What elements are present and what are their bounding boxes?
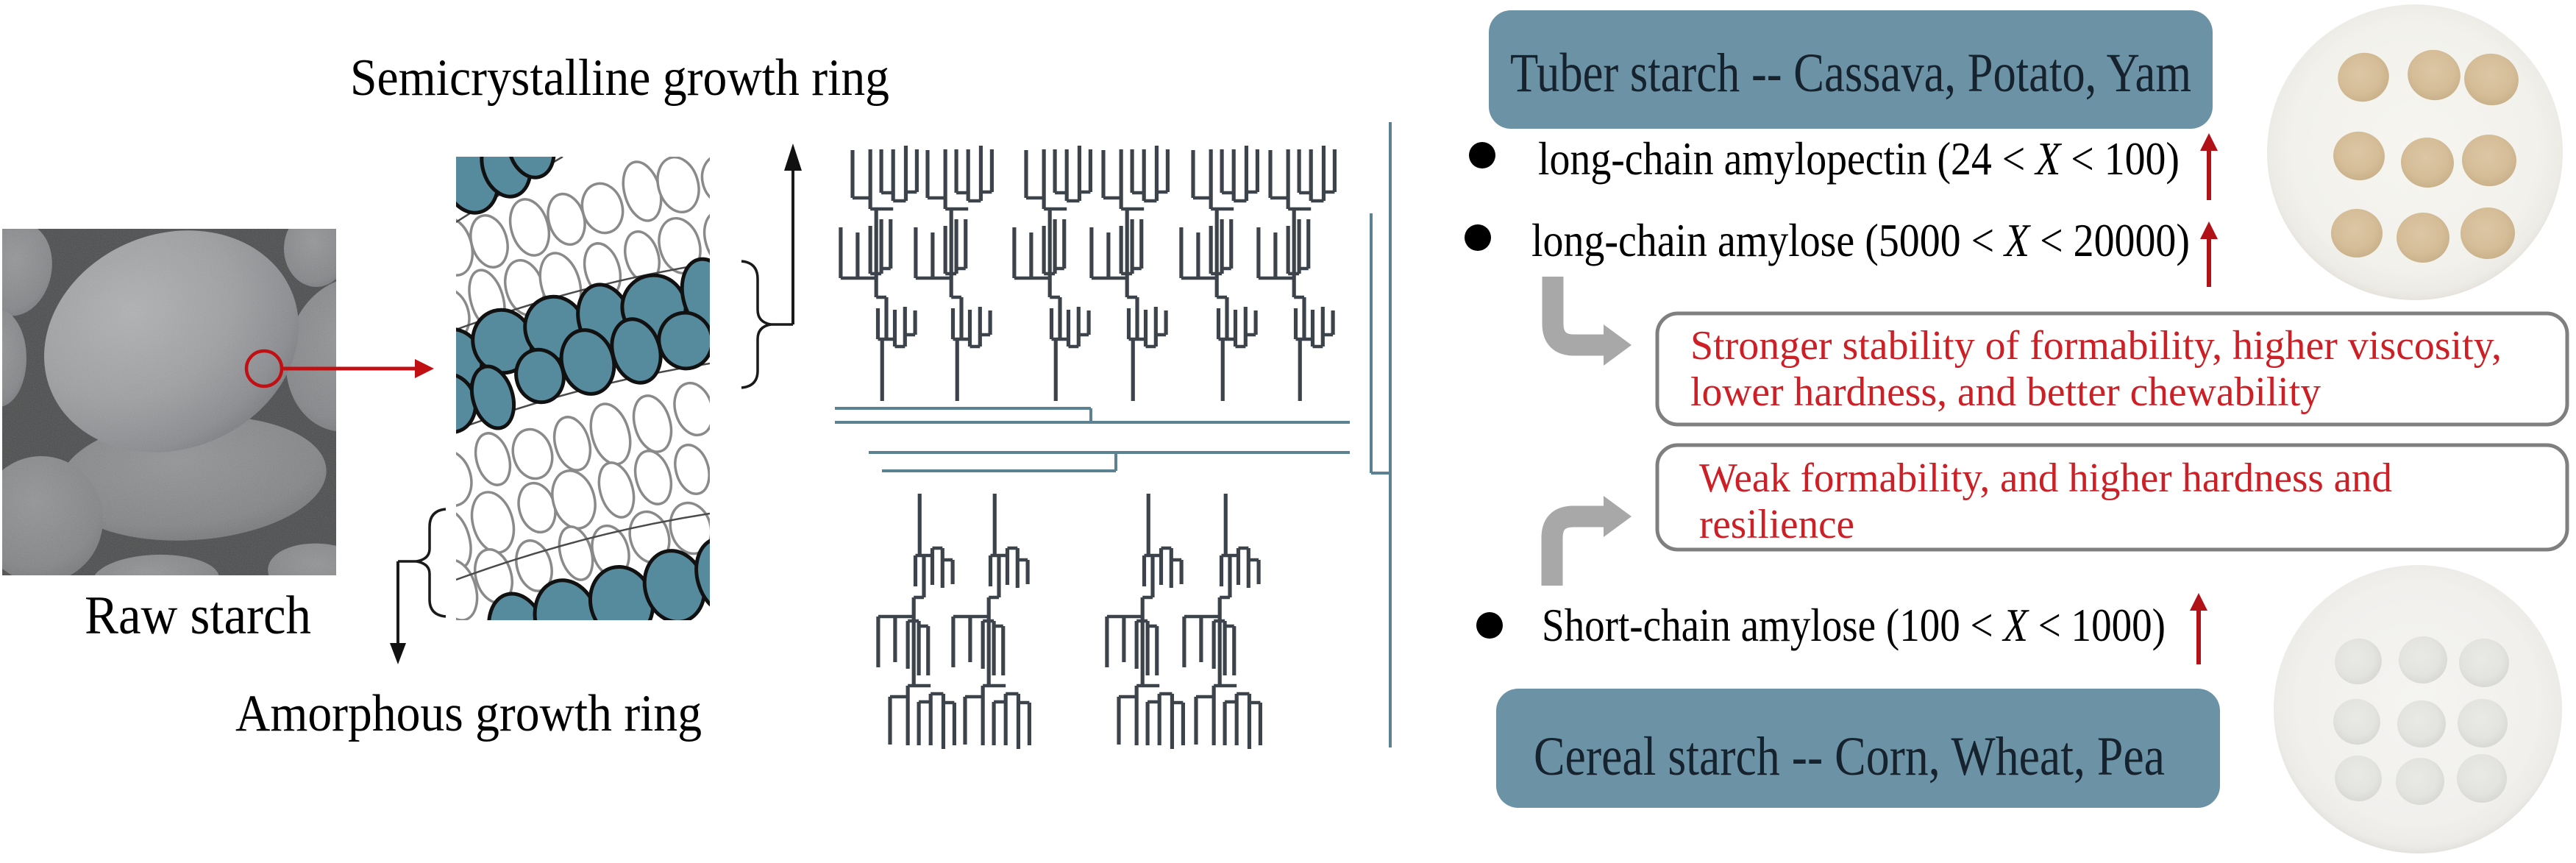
svg-text:Short-chain amylose (100 < X <: Short-chain amylose (100 < X < 1000): [1542, 599, 2166, 651]
svg-text:resilience: resilience: [1699, 502, 1854, 547]
svg-text:Amorphous growth ring: Amorphous growth ring: [235, 685, 702, 742]
svg-text:Cereal starch -- Corn, Wheat,: Cereal starch -- Corn, Wheat, Pea: [1534, 726, 2165, 787]
svg-text:Stronger stability of formabil: Stronger stability of formability, highe…: [1690, 323, 2502, 369]
svg-text:Semicrystalline growth ring: Semicrystalline growth ring: [350, 49, 889, 107]
svg-text:Weak formability, and higher h: Weak formability, and higher hardness an…: [1699, 455, 2392, 501]
svg-text:Tuber starch -- Cassava, Potat: Tuber starch -- Cassava, Potato, Yam: [1510, 43, 2191, 104]
svg-text:long-chain amylopectin (24 < X: long-chain amylopectin (24 < X < 100): [1538, 132, 2180, 185]
svg-text:lower hardness, and better che: lower hardness, and better chewability: [1690, 369, 2321, 415]
svg-text:Raw starch: Raw starch: [85, 586, 311, 646]
svg-text:long-chain amylose (5000 < X <: long-chain amylose (5000 < X < 20000): [1531, 214, 2190, 266]
